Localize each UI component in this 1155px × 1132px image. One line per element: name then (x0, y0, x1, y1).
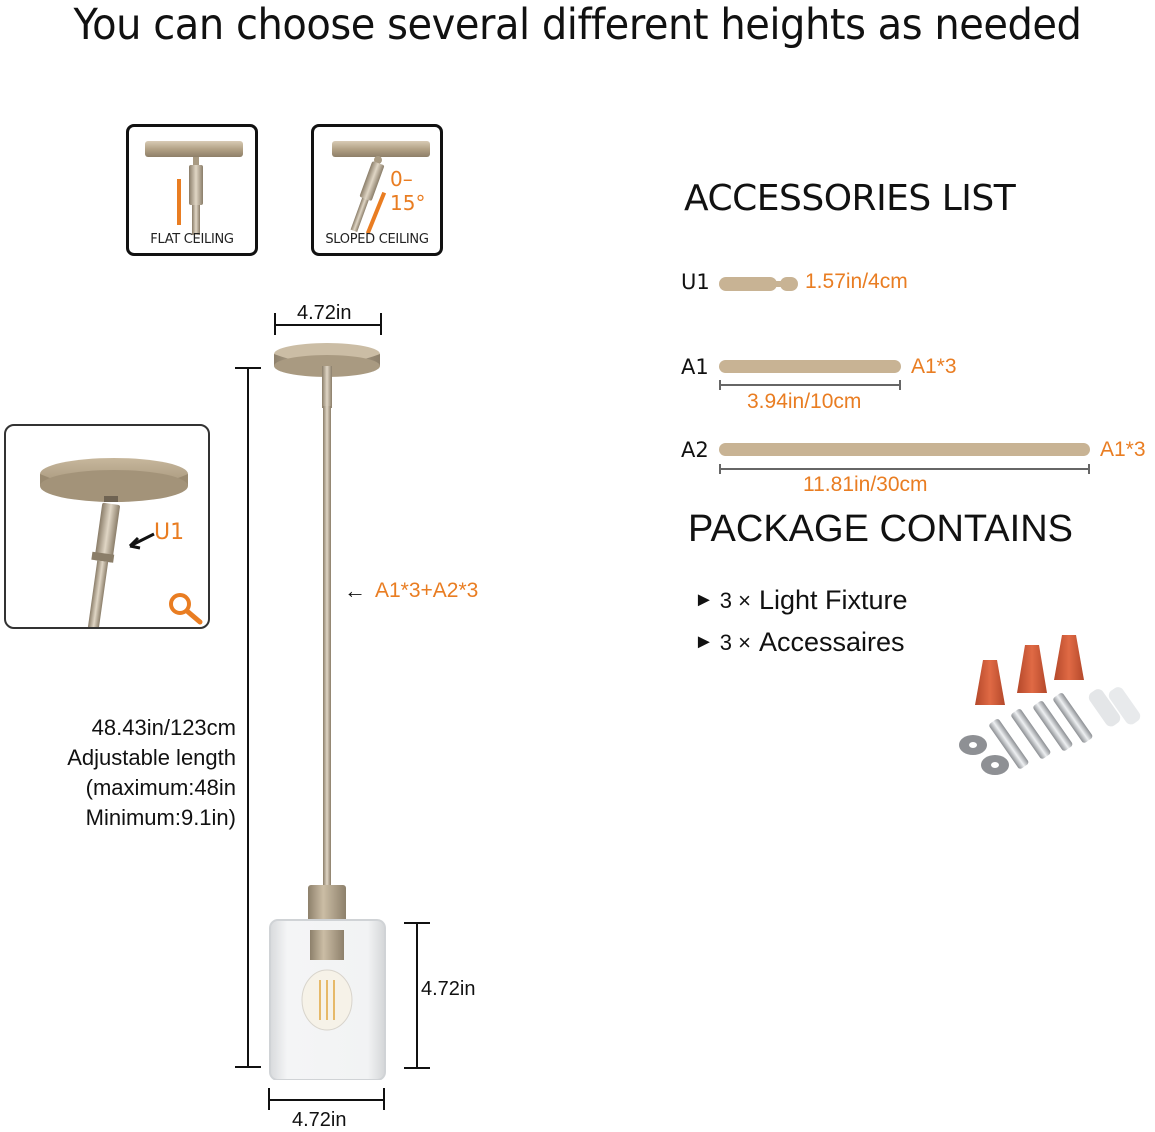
dim-tick (268, 1088, 270, 1110)
magnifier-icon (169, 593, 203, 625)
package-item-qty: 3 × (719, 587, 751, 613)
dim-tick (235, 367, 261, 369)
shade-height-line (416, 922, 418, 1069)
total-length-line (247, 367, 249, 1067)
dim-tick (274, 313, 276, 335)
adjustable-length-label: Adjustable length (67, 745, 236, 770)
total-length-value: 48.43in/123cm (91, 715, 236, 740)
shade-height-label: 4.72in (421, 978, 476, 1000)
sloped-ceiling-label: SLOPED CEILING (325, 232, 429, 247)
a2-rod-icon (719, 443, 1090, 456)
rod-callout-arrow: ← (344, 578, 366, 603)
headline: You can choose several different heights… (73, 0, 1082, 50)
package-item-qty: 3 × (719, 629, 751, 655)
u1-callout: U1 (154, 520, 185, 545)
package-item: ► 3 × Light Fixture (694, 585, 908, 616)
dim-tick (380, 313, 382, 335)
hardware-kit-image (959, 635, 1141, 775)
shade-width-label: 4.72in (292, 1109, 347, 1131)
minimum-length: Minimum:9.1in) (85, 805, 236, 830)
dim-tick (404, 1067, 430, 1069)
a2-size: 11.81in/30cm (803, 473, 928, 496)
u1-part-icon (719, 277, 798, 291)
accessories-title: ACCESSORIES LIST (684, 178, 1016, 219)
package-title: PACKAGE CONTAINS (688, 508, 1073, 550)
sloped-ceiling-icon (332, 141, 430, 235)
bullet-triangle-icon: ► (694, 589, 714, 611)
canopy-width-label: 4.72in (297, 302, 352, 324)
a1-measure-line (719, 380, 901, 390)
flat-ceiling-icon (145, 141, 243, 235)
a2-measure-line (719, 464, 1090, 474)
u1-size: 1.57in/4cm (805, 270, 908, 293)
maximum-length: (maximum:48in (85, 775, 236, 800)
canopy-detail-image (40, 458, 203, 627)
total-length-text: 48.43in/123cm Adjustable length (maximum… (20, 713, 236, 833)
sloped-ceiling-option: 0–15° SLOPED CEILING (311, 124, 443, 256)
canopy-width-line (275, 324, 381, 326)
accessory-id-a2: A2 (681, 438, 709, 462)
flat-ceiling-option: FLAT CEILING (126, 124, 258, 256)
shade-width-line (269, 1099, 384, 1101)
package-item: ► 3 × Accessaires (694, 627, 905, 658)
dim-tick (235, 1066, 261, 1068)
package-item-label: Accessaires (759, 627, 905, 657)
detail-zoom-box: U1 (4, 424, 210, 629)
a1-size: 3.94in/10cm (747, 390, 862, 413)
a2-qty: A1*3 (1100, 438, 1146, 461)
a1-qty: A1*3 (911, 355, 957, 378)
accessory-id-a1: A1 (681, 355, 709, 379)
bullet-triangle-icon: ► (694, 631, 714, 653)
flat-ceiling-label: FLAT CEILING (150, 232, 234, 247)
dim-tick (383, 1088, 385, 1110)
package-item-label: Light Fixture (759, 585, 908, 615)
dim-tick (404, 922, 430, 924)
pendant-light-image (269, 343, 386, 1080)
accessory-id-u1: U1 (681, 270, 710, 294)
a1-rod-icon (719, 360, 901, 373)
slope-angle-label: 0–15° (390, 167, 426, 215)
rod-callout-label: A1*3+A2*3 (375, 579, 479, 602)
